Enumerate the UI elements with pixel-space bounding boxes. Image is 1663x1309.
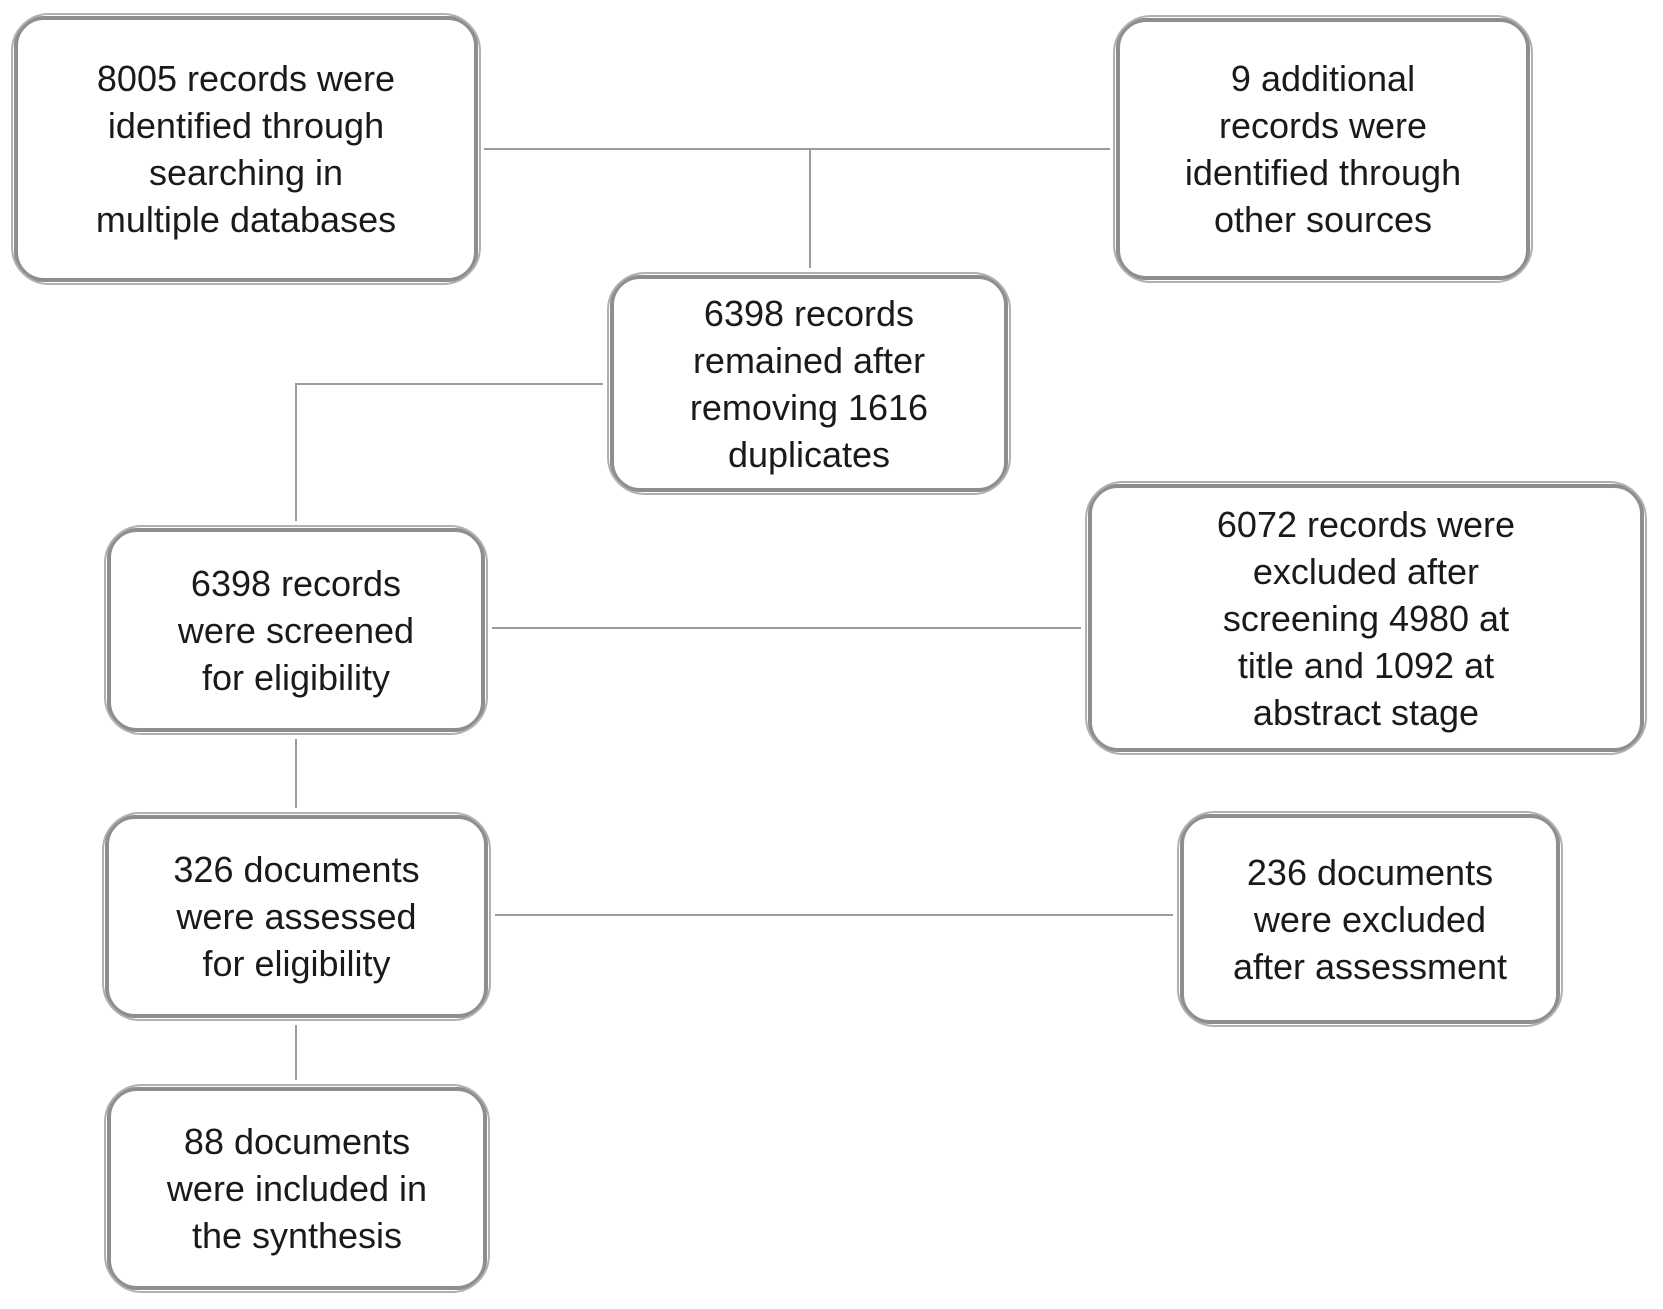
flow-box-documents-excluded-assessment: 236 documents were excluded after assess… [1177, 811, 1563, 1027]
flow-box-records-screened: 6398 records were screened for eligibili… [104, 525, 488, 735]
connector-duplicates-horizontal [295, 383, 603, 385]
flow-box-label: 6398 records remained after removing 161… [689, 292, 929, 475]
flow-box-label: 9 additional records were identified thr… [1184, 58, 1462, 240]
connector-screened-to-assessed-vertical [295, 739, 297, 808]
flow-box-label: 88 documents were included in the synthe… [166, 1121, 428, 1256]
connector-duplicates-to-screened-vertical [295, 383, 297, 521]
flow-box-label: 326 documents were assessed for eligibil… [173, 849, 420, 984]
connector-screened-to-excluded-horizontal [492, 627, 1081, 629]
flow-box-label: 6398 records were screened for eligibili… [177, 562, 415, 698]
flow-box-label: 6072 records were excluded after screeni… [1216, 503, 1516, 733]
flow-box-label: 236 documents were excluded after assess… [1232, 851, 1508, 987]
flow-box-documents-included-synthesis: 88 documents were included in the synthe… [104, 1084, 490, 1293]
connector-assessed-to-included-vertical [295, 1025, 297, 1080]
connector-assessed-to-excluded-horizontal [495, 914, 1173, 916]
connector-identified-to-merge-horizontal [484, 148, 1110, 150]
flow-box-records-identified-other-sources: 9 additional records were identified thr… [1113, 15, 1533, 283]
flow-box-label: 8005 records were identified through sea… [95, 58, 397, 240]
flow-box-records-after-duplicates: 6398 records remained after removing 161… [607, 272, 1011, 495]
connector-merge-to-duplicates-vertical [809, 148, 811, 268]
flow-box-records-identified-databases: 8005 records were identified through sea… [11, 13, 481, 285]
flow-box-documents-assessed: 326 documents were assessed for eligibil… [102, 812, 491, 1021]
flow-box-records-excluded-screening: 6072 records were excluded after screeni… [1085, 481, 1647, 755]
